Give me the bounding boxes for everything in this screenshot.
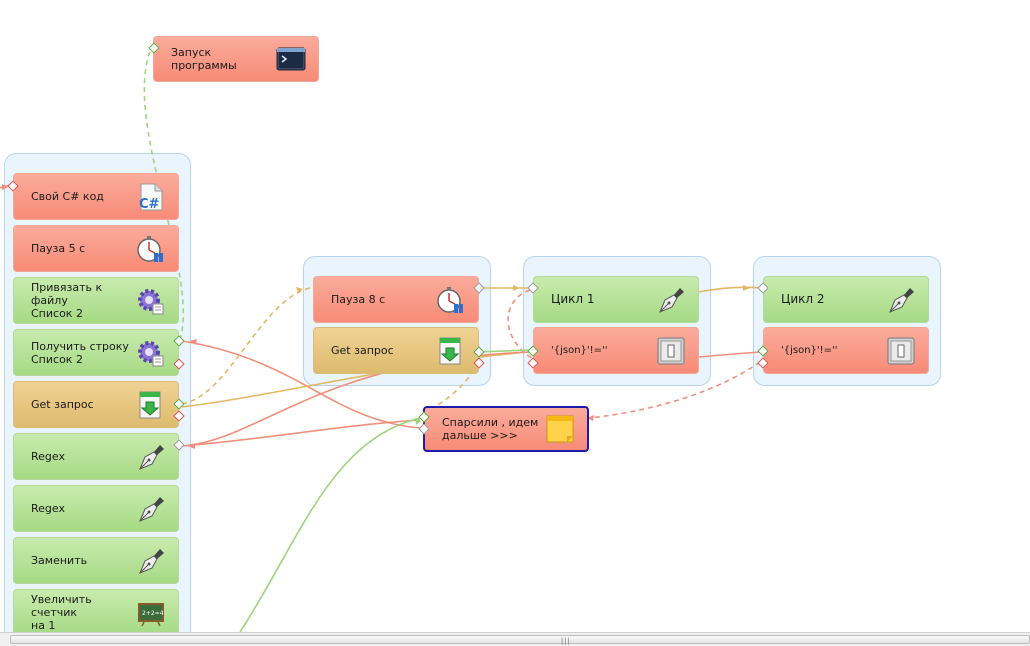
gear-icon [136, 286, 166, 316]
wire-getreq2-to-cond1 [477, 349, 531, 353]
scrollbar-thumb[interactable]: ||| [10, 635, 1030, 645]
action-condition-1[interactable]: '{json}'!='' [533, 327, 699, 374]
wire-cycle1-to-cycle2 [697, 286, 761, 293]
action-label: Привязать к файлу Список 2 [31, 281, 103, 320]
pen-nib-icon [136, 494, 166, 524]
action-pause-5s[interactable]: Пауза 5 с [13, 225, 179, 272]
wire-note-to-regex [181, 419, 421, 447]
wire-cond2-to-note [589, 361, 761, 419]
action-label: Свой C# код [31, 190, 104, 203]
svg-text:C#: C# [139, 197, 160, 212]
action-label: Цикл 1 [551, 292, 595, 306]
action-launch-program[interactable]: Запуск программы [153, 36, 319, 82]
scrollbar-grip: ||| [560, 637, 571, 645]
pen-nib-icon [136, 546, 166, 576]
action-label: Получить строку Список 2 [31, 339, 129, 366]
action-label: Get запрос [31, 398, 94, 411]
action-cycle-2[interactable]: Цикл 2 [763, 276, 929, 323]
action-get-request[interactable]: Get запрос [13, 381, 179, 428]
action-label: Запуск программы [171, 46, 237, 72]
stopwatch-icon [136, 234, 166, 264]
action-label: Спарсили , идем дальше >>> [442, 416, 539, 442]
svg-text:2+2=4: 2+2=4 [142, 610, 164, 617]
horizontal-scrollbar[interactable]: ||| [0, 632, 1030, 646]
terminal-icon [276, 44, 306, 74]
action-label: Увеличить счетчик на 1 [31, 593, 92, 632]
action-csharp-code[interactable]: Свой C# код C# [13, 173, 179, 220]
project-canvas[interactable]: Запуск программы Свой C# код C# Пауза 5 … [0, 0, 1030, 632]
action-label: Заменить [31, 554, 88, 567]
pen-nib-icon [656, 285, 686, 315]
action-label: Цикл 2 [781, 292, 825, 306]
action-label: '{json}'!='' [781, 345, 838, 356]
action-get-line[interactable]: Получить строку Список 2 [13, 329, 179, 376]
download-icon [136, 390, 166, 420]
action-regex-1[interactable]: Regex [13, 433, 179, 480]
action-pause-8s[interactable]: Пауза 8 с [313, 276, 479, 323]
wire-get-to-pause8 [181, 287, 311, 405]
switch-icon [656, 336, 686, 366]
action-label: Пауза 8 с [331, 293, 386, 306]
action-replace[interactable]: Заменить [13, 537, 179, 584]
action-label: Regex [31, 450, 65, 463]
gear-icon [136, 338, 166, 368]
wire-pause8-back [507, 289, 536, 361]
switch-icon [886, 336, 916, 366]
action-label: Regex [31, 502, 65, 515]
action-label: '{json}'!='' [551, 345, 608, 356]
sticky-note-icon [545, 414, 575, 444]
csharp-file-icon: C# [136, 182, 166, 212]
action-get-request-2[interactable]: Get запрос [313, 327, 479, 374]
action-cycle-1[interactable]: Цикл 1 [533, 276, 699, 323]
action-bind-to-file[interactable]: Привязать к файлу Список 2 [13, 277, 179, 324]
action-label: Пауза 5 с [31, 242, 86, 255]
wire-increment-to-note [239, 417, 421, 632]
action-increment-counter[interactable]: Увеличить счетчик на 1 2+2=4 [13, 589, 179, 632]
stopwatch-icon [436, 285, 466, 315]
action-note-selected[interactable]: Спарсили , идем дальше >>> [423, 406, 589, 452]
action-label: Get запрос [331, 344, 394, 357]
wire-get-to-cycle1 [181, 351, 531, 408]
chalkboard-icon: 2+2=4 [136, 598, 166, 628]
download-icon [436, 336, 466, 366]
pen-nib-icon [886, 285, 916, 315]
pen-nib-icon [136, 442, 166, 472]
action-condition-2[interactable]: '{json}'!='' [763, 327, 929, 374]
action-regex-2[interactable]: Regex [13, 485, 179, 532]
